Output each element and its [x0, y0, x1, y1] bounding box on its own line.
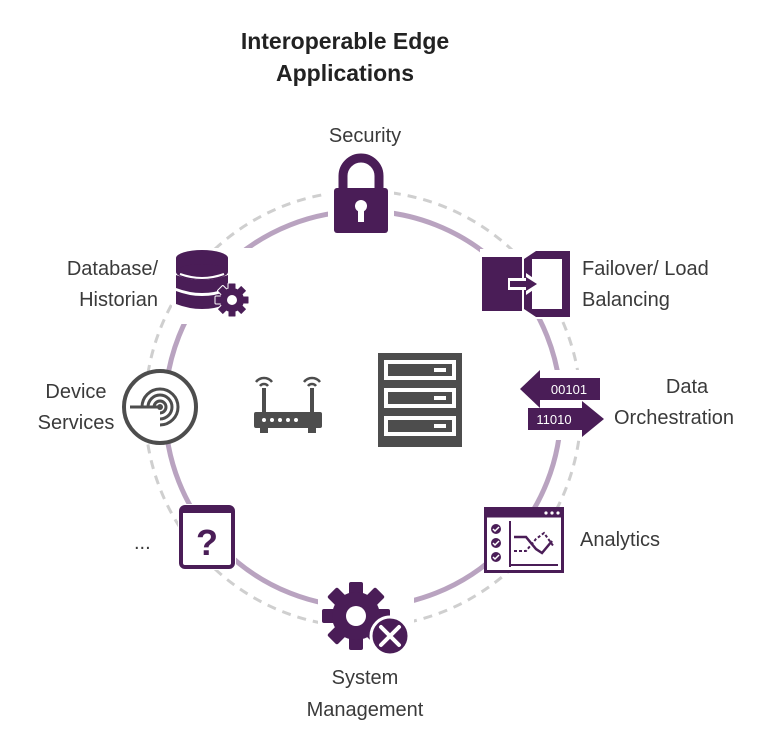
data-exchange-arrows-icon: 00101 11010	[520, 370, 606, 445]
device-sensor-icon	[122, 369, 198, 450]
gear-wrench-icon	[318, 580, 414, 661]
system-management-label-line1: System	[331, 667, 399, 689]
database-gear-icon	[172, 248, 252, 329]
data-orchestration-label-line2: Orchestration	[614, 407, 735, 429]
database-label-line2: Historian	[79, 289, 158, 311]
router-icon	[250, 372, 326, 439]
failover-label-line2: Balancing	[582, 289, 670, 311]
binary-badge-top: 00101	[551, 382, 587, 397]
lock-icon	[328, 152, 394, 241]
question-mark-icon: ?	[178, 504, 236, 575]
diagram-title-line1: Interoperable Edge	[240, 28, 450, 54]
question-glyph: ?	[196, 522, 218, 563]
failover-label-line1: Failover/ Load	[582, 258, 709, 280]
system-management-label-line2: Management	[306, 699, 424, 721]
diagram-title-line2: Applications	[275, 60, 414, 86]
analytics-label: Analytics	[580, 529, 661, 551]
data-orchestration-label-line1: Data	[665, 376, 709, 398]
security-label: Security	[328, 125, 402, 147]
database-label-line1: Database/	[66, 258, 158, 280]
device-services-label-line2: Services	[37, 412, 115, 434]
analytics-dashboard-icon	[484, 507, 564, 578]
device-services-label-line1: Device	[45, 381, 107, 403]
server-rack-icon	[378, 353, 462, 452]
failover-door-icon	[480, 249, 572, 324]
other-label: ...	[134, 532, 151, 554]
binary-badge-bottom: 11010	[536, 412, 571, 427]
